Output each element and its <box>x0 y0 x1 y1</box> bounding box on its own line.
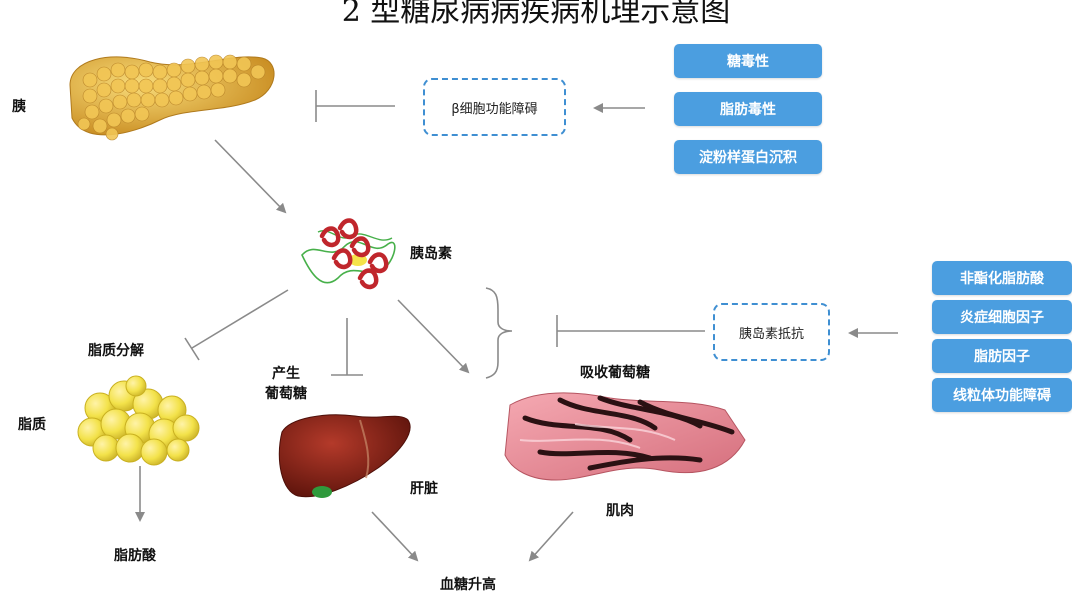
blood-glucose-rise-label: 血糖升高 <box>440 577 496 593</box>
pancreas-to-insulin-arrow <box>214 139 287 214</box>
cause-adipokines: 脂肪因子 <box>932 339 1072 373</box>
cause-glucotoxicity: 糖毒性 <box>674 44 822 78</box>
diagram-title: 2 型糖尿病病疾病机理示意图 <box>341 0 731 29</box>
cause-amyloid-deposition: 淀粉样蛋白沉积 <box>674 140 822 174</box>
liver-to-blood-glucose-arrow <box>371 511 419 562</box>
resistance-inhibits-insulin-action <box>556 315 705 347</box>
cause-lipotoxicity: 脂肪毒性 <box>674 92 822 126</box>
muscle-to-blood-glucose-arrow <box>528 511 574 562</box>
fatty-acid-label: 脂肪酸 <box>114 548 156 564</box>
insulin-to-muscle-arrow <box>397 299 470 374</box>
insulin-inhibits-lipolysis <box>184 289 289 361</box>
insulin-label: 胰岛素 <box>410 246 452 262</box>
liver-icon <box>278 414 411 498</box>
liver-label: 肝脏 <box>410 481 438 497</box>
cause-mitochondrial-dysfunction: 线粒体功能障碍 <box>932 378 1072 412</box>
insulin-resistance-box: 胰岛素抵抗 <box>713 303 830 361</box>
fat-cells-icon <box>77 375 200 466</box>
cause-inflammatory-cytokines: 炎症细胞因子 <box>932 300 1072 334</box>
muscle-label: 肌肉 <box>606 503 634 519</box>
insulin-protein-icon <box>301 218 396 290</box>
pancreas-icon <box>69 54 275 141</box>
absorb-glucose-label: 吸收葡萄糖 <box>580 365 650 381</box>
beta-cell-dysfunction-box: β细胞功能障碍 <box>423 78 566 136</box>
fat-breakdown-label: 脂质分解 <box>88 343 144 359</box>
produce-glucose-label: 产生 葡萄糖 <box>265 366 307 402</box>
insulin-inhibits-glucose-production <box>331 318 363 376</box>
cause-nefa: 非酯化脂肪酸 <box>932 261 1072 295</box>
fat-label: 脂质 <box>18 417 46 433</box>
pancreas-label: 胰 <box>12 99 26 115</box>
muscle-icon <box>504 392 746 481</box>
brace-bracket <box>485 287 513 379</box>
beta-inhibits-pancreas <box>315 90 395 122</box>
